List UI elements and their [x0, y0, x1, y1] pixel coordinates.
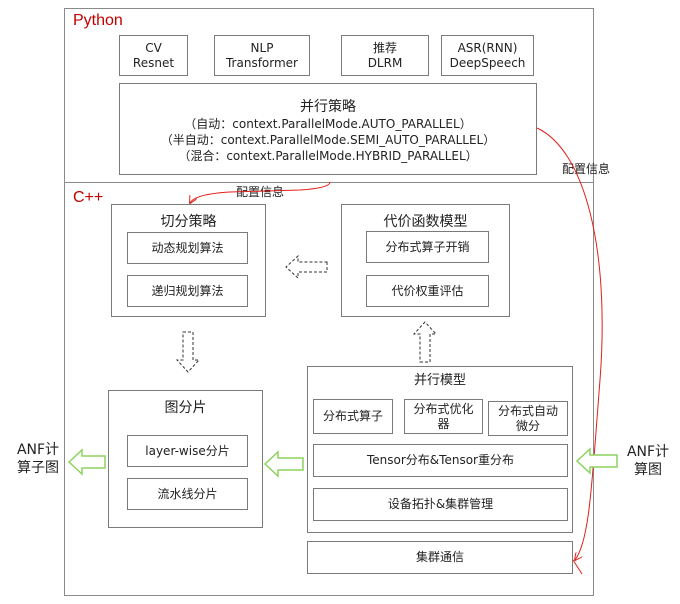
model-cv-line1: CV: [145, 40, 162, 55]
config-info-outer-label: 配置信息: [562, 162, 611, 176]
strategy-semi-auto: （半自动：context.ParallelMode.SEMI_AUTO_PARA…: [160, 133, 496, 147]
cpp-section-label: C++: [73, 189, 104, 206]
anf-input-label: ANF计 算图: [626, 444, 670, 478]
parallel-strategy-title: 并行策略: [300, 99, 356, 115]
layer-wise-partition-item: layer-wise分片: [127, 435, 248, 467]
dynamic-programming-item: 动态规划算法: [127, 232, 248, 264]
strategy-auto: （自动：context.ParallelMode.AUTO_PARALLEL）: [184, 117, 472, 131]
cost-model-title: 代价函数模型: [383, 214, 468, 230]
parallel-strategy-box: 并行策略 （自动：context.ParallelMode.AUTO_PARAL…: [119, 83, 537, 175]
distributed-op-cost-item: 分布式算子开销: [366, 231, 489, 263]
split-strategy-title: 切分策略: [160, 214, 217, 230]
distributed-optimizer-item: 分布式优化器: [404, 399, 483, 434]
model-nlp-line1: NLP: [250, 40, 274, 55]
model-box-nlp: NLP Transformer: [214, 35, 310, 76]
distributed-autodiff-item: 分布式自动微分: [488, 401, 568, 436]
pipeline-partition-item: 流水线分片: [127, 478, 248, 510]
model-nlp-line2: Transformer: [225, 55, 298, 70]
model-cv-line2: Resnet: [132, 55, 175, 70]
distributed-op-item: 分布式算子: [313, 399, 393, 434]
device-topology-item: 设备拓扑&集群管理: [313, 488, 568, 521]
recursive-programming-item: 递归规划算法: [127, 275, 248, 307]
model-box-cv: CV Resnet: [119, 35, 188, 76]
section-divider: [64, 182, 594, 183]
anf-output-label: ANF计 算子图: [16, 442, 60, 476]
model-recommend-line1: 推荐: [372, 40, 397, 55]
parallel-model-title: 并行模型: [413, 373, 466, 388]
model-box-recommend: 推荐 DLRM: [341, 35, 429, 76]
tensor-redistribution-item: Tensor分布&Tensor重分布: [313, 444, 568, 477]
model-box-asr: ASR(RNN) DeepSpeech: [441, 35, 534, 76]
model-asr-line2: DeepSpeech: [449, 55, 526, 70]
config-info-inner-label: 配置信息: [236, 185, 285, 199]
strategy-hybrid: （混合：context.ParallelMode.HYBRID_PARALLEL…: [178, 149, 478, 163]
python-section-label: Python: [73, 12, 123, 29]
model-asr-line1: ASR(RNN): [457, 40, 518, 55]
cluster-comm-box: 集群通信: [307, 541, 573, 574]
graph-partition-title: 图分片: [164, 400, 207, 416]
model-recommend-line2: DLRM: [367, 55, 403, 70]
cost-weight-eval-item: 代价权重评估: [366, 275, 489, 307]
parallel-strategy-lines: （自动：context.ParallelMode.AUTO_PARALLEL） …: [120, 116, 536, 164]
